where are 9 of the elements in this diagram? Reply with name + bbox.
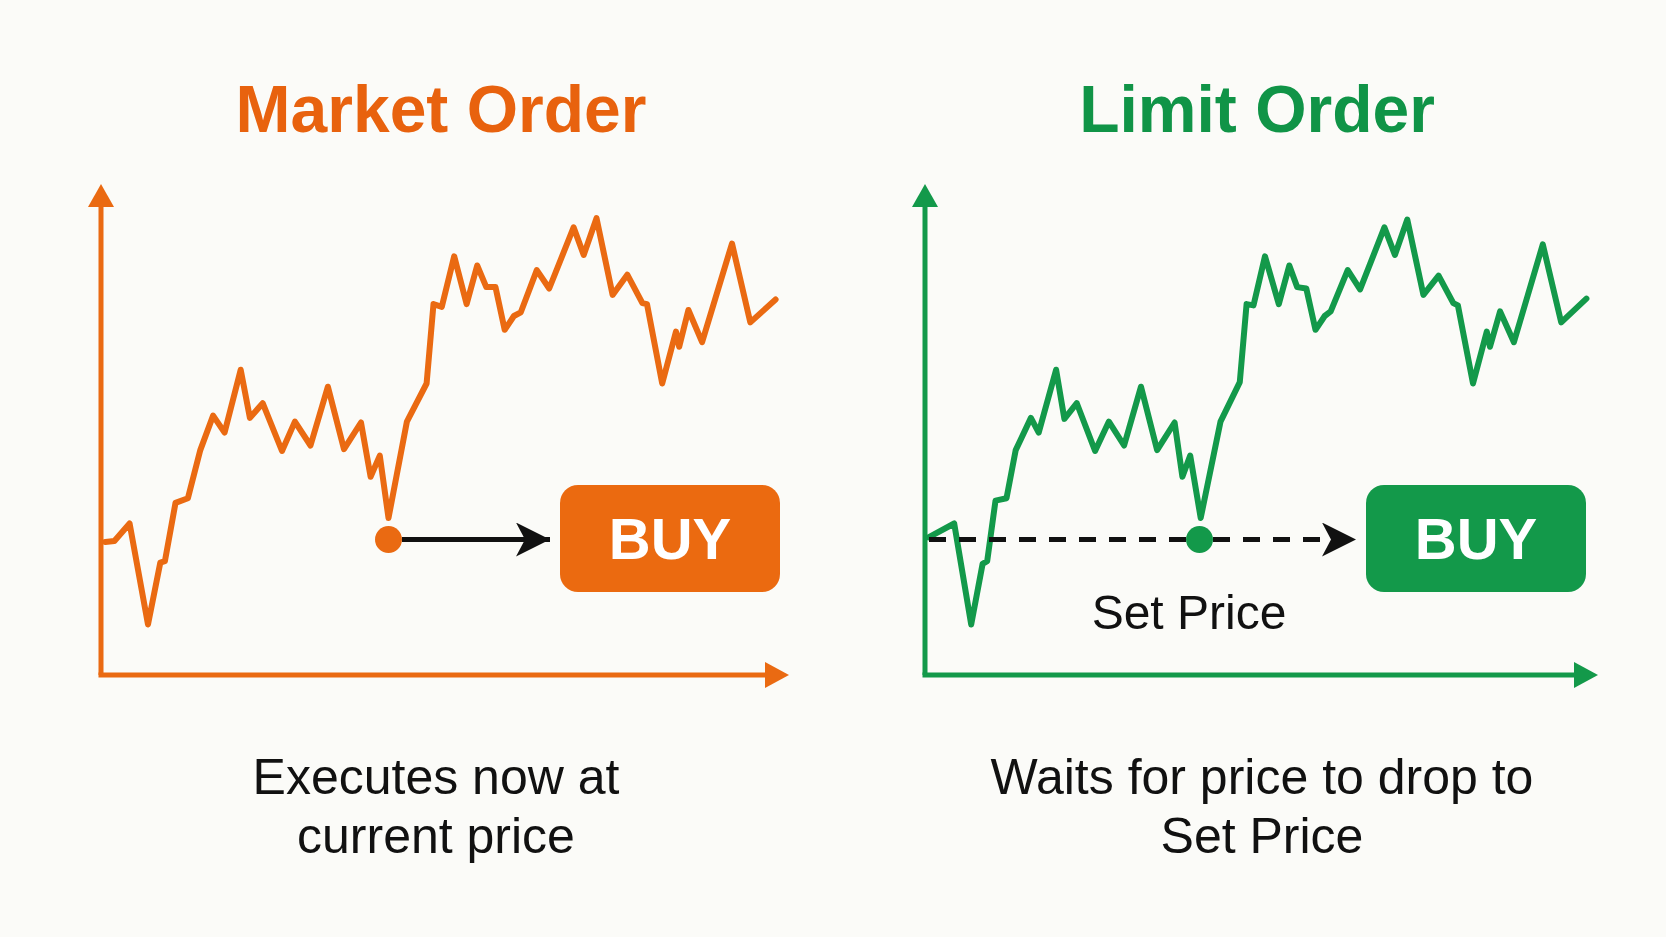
arrow xyxy=(402,522,550,557)
caption: Waits for price to drop to Set Price xyxy=(989,748,1535,866)
buy-button: BUY xyxy=(1366,485,1586,592)
caption: Executes now at current price xyxy=(251,748,621,866)
price-level-label: Set Price xyxy=(1091,585,1287,641)
panel-title: Market Order xyxy=(235,72,647,146)
panel-title: Limit Order xyxy=(1079,72,1435,146)
arrow xyxy=(1213,522,1356,557)
buy-button: BUY xyxy=(560,485,780,592)
